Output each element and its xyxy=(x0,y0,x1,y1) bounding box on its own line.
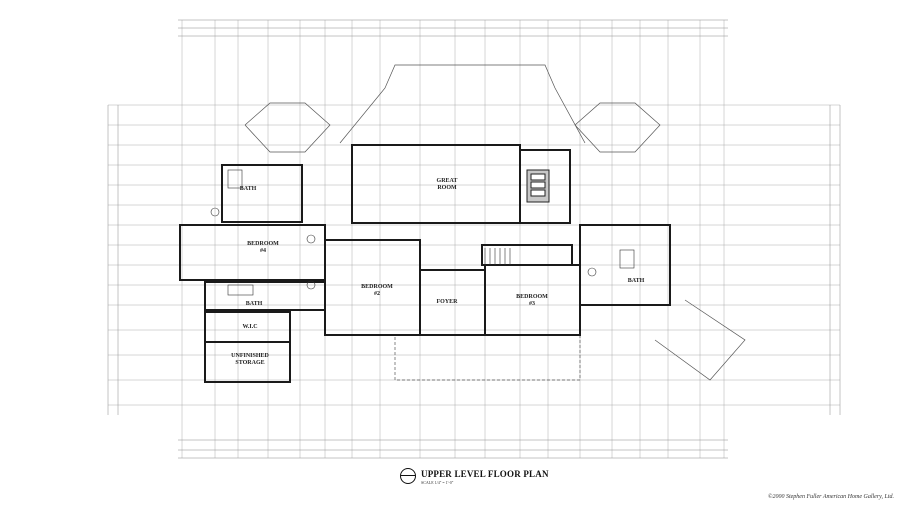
great-room-label-line2: ROOM xyxy=(437,185,457,191)
grid-verticals xyxy=(181,20,725,458)
bedroom-3-label: BEDROOM xyxy=(516,294,548,300)
fireplace xyxy=(526,169,550,203)
bedroom-2-label: BEDROOM xyxy=(361,284,393,290)
storage-label-line2: STORAGE xyxy=(235,360,264,366)
bath-right-label: BATH xyxy=(628,278,645,284)
bedroom-2-number: #2 xyxy=(374,291,380,297)
roof-overhangs xyxy=(244,64,746,381)
dimension-lines xyxy=(107,19,841,459)
bath-fixtures xyxy=(210,169,635,296)
bath-bottom-label: BATH xyxy=(246,301,263,307)
walls xyxy=(179,144,671,383)
bath-top-label: BATH xyxy=(240,186,257,192)
great-room-label: GREAT xyxy=(437,178,458,184)
foyer-label: FOYER xyxy=(437,299,459,305)
grid-horizontals xyxy=(108,104,840,406)
bedroom-4-label: BEDROOM xyxy=(247,241,279,247)
bedroom-4-number: #4 xyxy=(260,248,266,254)
plan-title: UPPER LEVEL FLOOR PLAN xyxy=(421,469,549,479)
title-reference-badge xyxy=(400,468,416,484)
storage-label: UNFINISHED xyxy=(231,353,269,359)
bedroom-3-number: #3 xyxy=(529,301,535,307)
plan-scale: SCALE 1/4" = 1'-0" xyxy=(421,480,454,485)
copyright-notice: ©2000 Stephen Fuller American Home Galle… xyxy=(767,494,894,500)
wic-label: W.I.C xyxy=(242,324,257,330)
stairs xyxy=(484,248,511,265)
